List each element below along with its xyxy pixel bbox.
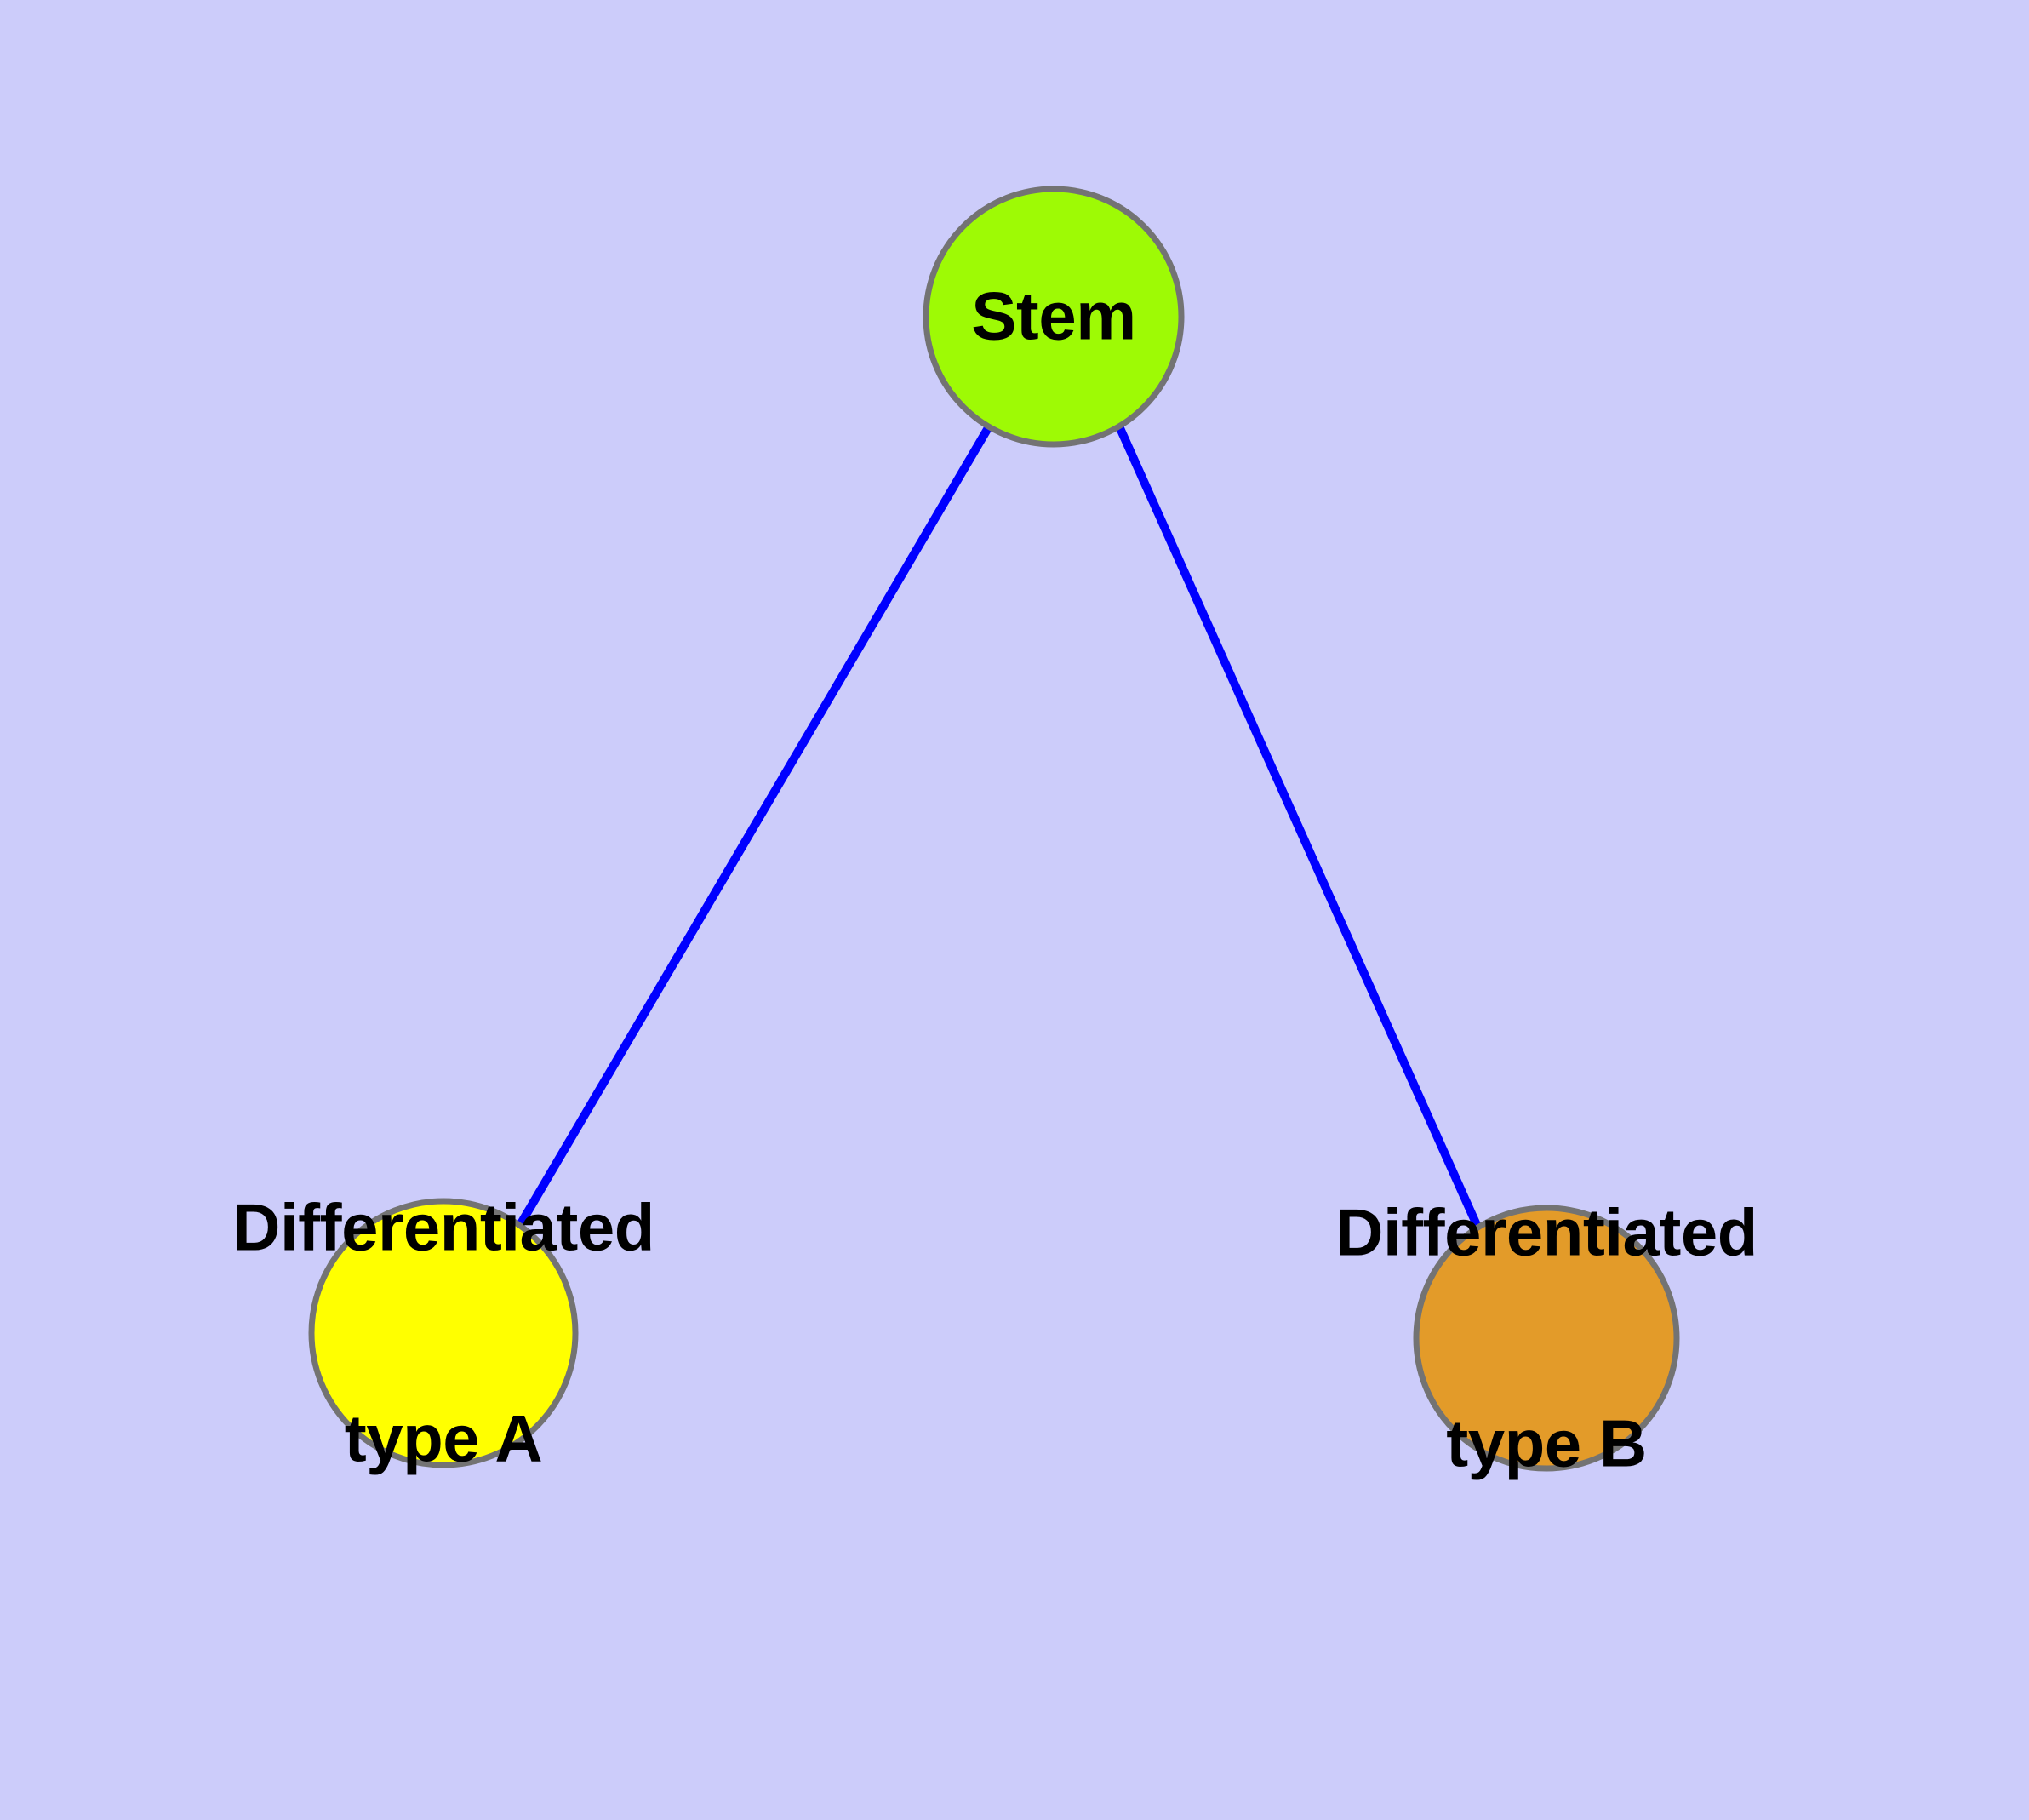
edge-stem-to-differentiated-type-a[interactable] <box>516 424 993 1228</box>
node-differentiated-type-a[interactable] <box>308 1198 579 1468</box>
edge-layer <box>516 424 1482 1229</box>
node-differentiated-type-b[interactable] <box>1413 1205 1680 1472</box>
edge-stem-to-differentiated-type-b[interactable] <box>1116 426 1482 1229</box>
node-stem[interactable] <box>923 186 1185 448</box>
node-layer <box>308 186 1680 1472</box>
